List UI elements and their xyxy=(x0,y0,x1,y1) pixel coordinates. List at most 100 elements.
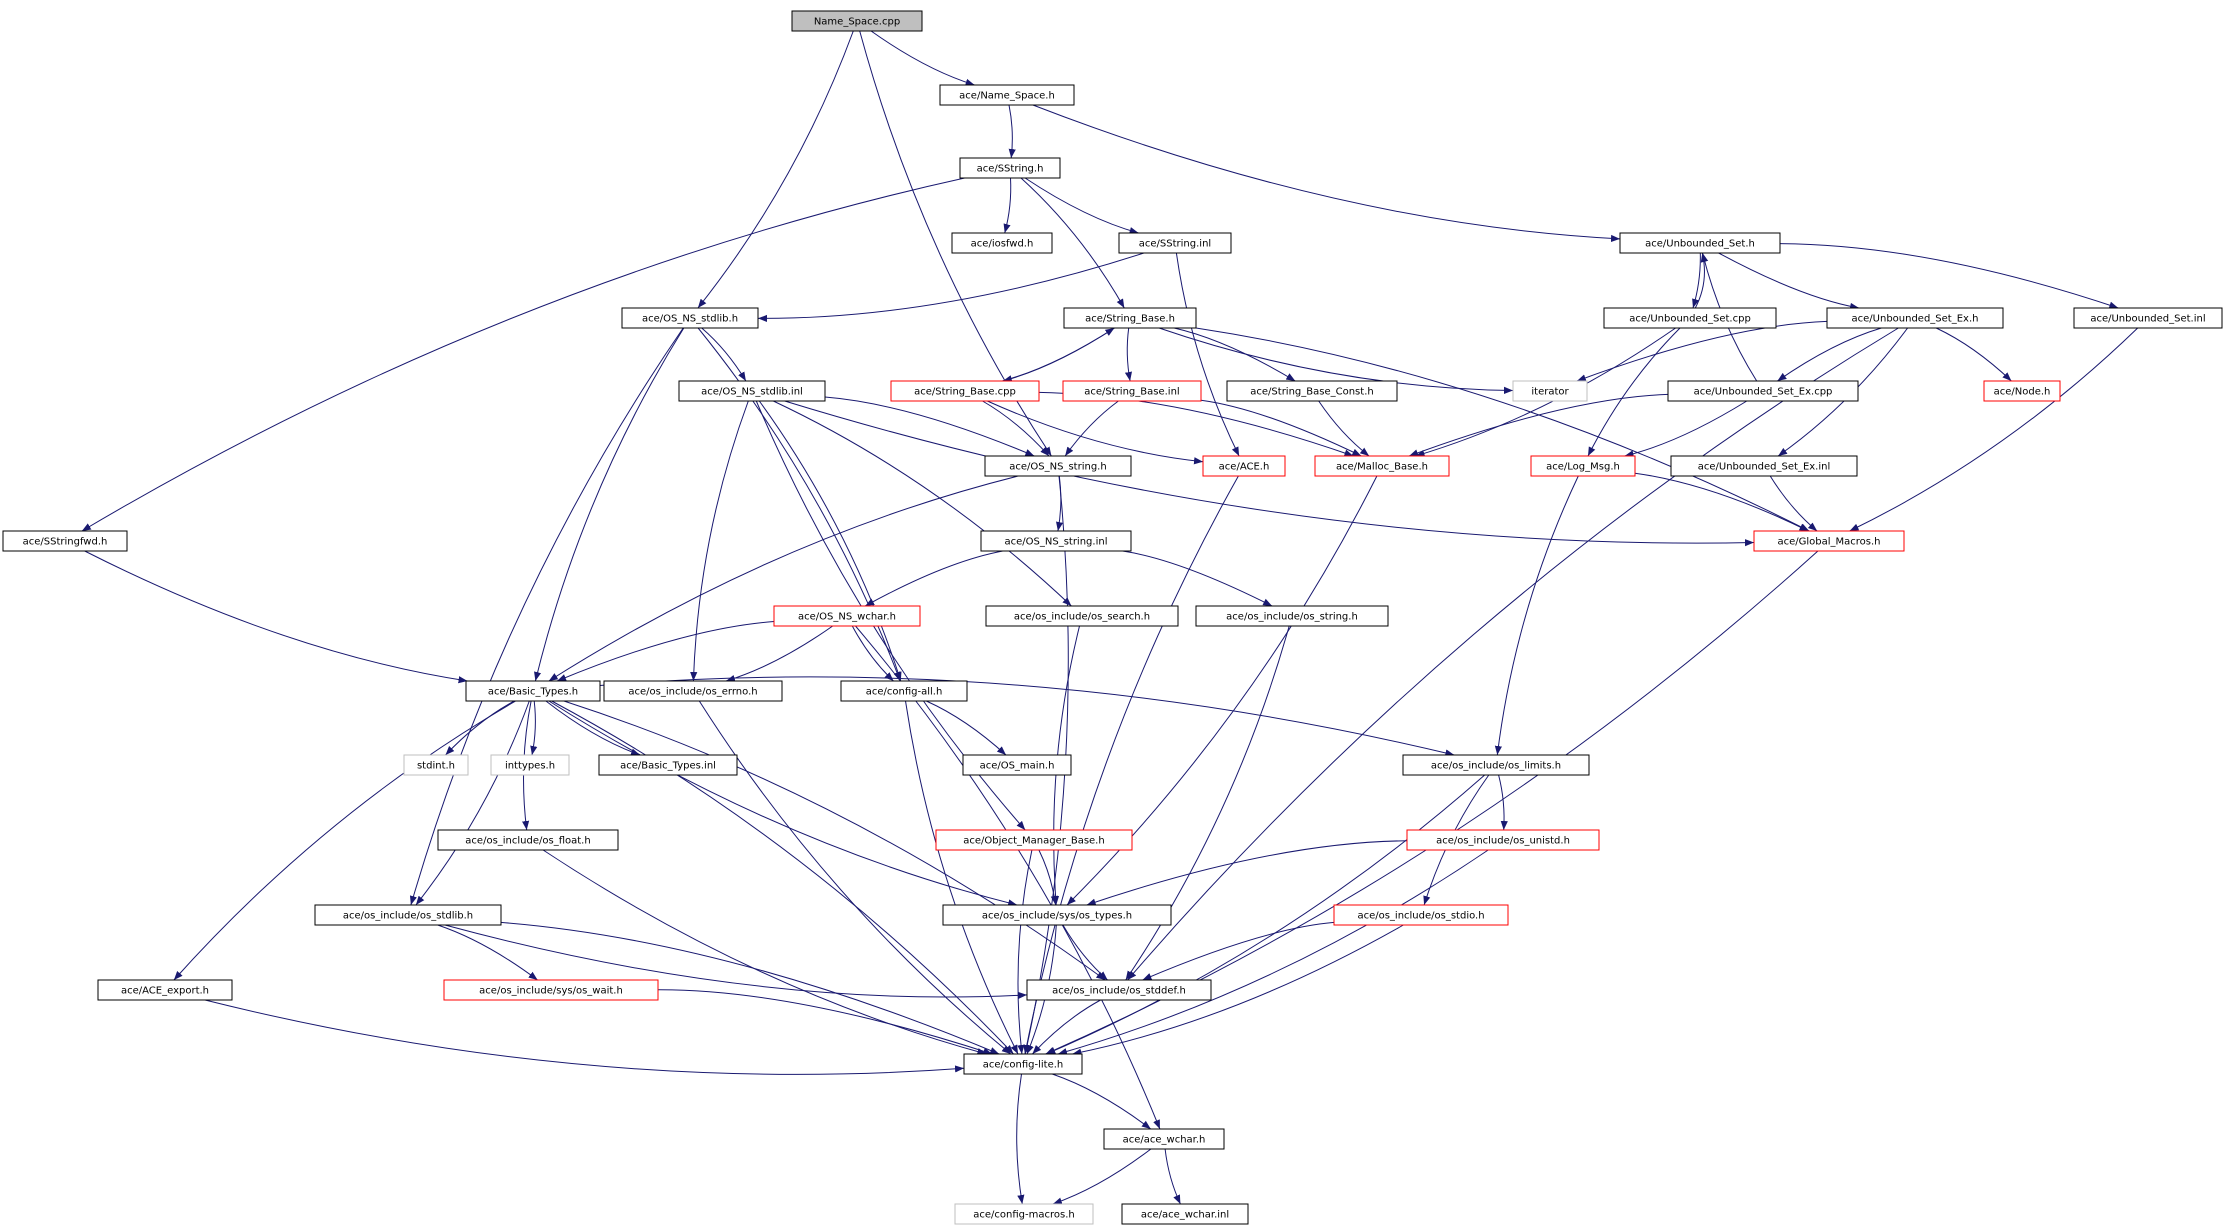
node-config-lite-h[interactable]: ace/config-lite.h xyxy=(963,1053,1083,1075)
node-node-h[interactable]: ace/Node.h xyxy=(1983,380,2061,402)
node-box[interactable] xyxy=(437,829,619,851)
node-os-float-h[interactable]: ace/os_include/os_float.h xyxy=(437,829,619,851)
node-iosfwd-h[interactable]: ace/iosfwd.h xyxy=(951,232,1053,254)
node-box[interactable] xyxy=(2073,307,2223,329)
node-box[interactable] xyxy=(951,232,1053,254)
node-unbounded-set-ex-cpp[interactable]: ace/Unbounded_Set_Ex.cpp xyxy=(1667,380,1859,402)
node-ace-h[interactable]: ace/ACE.h xyxy=(1202,455,1286,477)
node-box[interactable] xyxy=(1314,455,1450,477)
node-box[interactable] xyxy=(1402,754,1590,776)
node-box[interactable] xyxy=(939,84,1075,106)
node-box[interactable] xyxy=(314,904,502,926)
node-box[interactable] xyxy=(962,754,1072,776)
node-ace-wchar-h[interactable]: ace/ace_wchar.h xyxy=(1103,1128,1225,1150)
node-box[interactable] xyxy=(980,530,1132,552)
node-config-macros-h[interactable]: ace/config-macros.h xyxy=(954,1203,1094,1225)
node-box[interactable] xyxy=(1333,904,1509,926)
node-string-base-cpp[interactable]: ace/String_Base.cpp xyxy=(890,380,1040,402)
node-box[interactable] xyxy=(1195,605,1389,627)
node-os-stdio-h[interactable]: ace/os_include/os_stdio.h xyxy=(1333,904,1509,926)
node-root[interactable]: Name_Space.cpp xyxy=(791,10,923,32)
node-basic-types-inl[interactable]: ace/Basic_Types.inl xyxy=(598,754,738,776)
node-os-stddef-h[interactable]: ace/os_include/os_stddef.h xyxy=(1026,979,1212,1001)
node-global-macros-h[interactable]: ace/Global_Macros.h xyxy=(1753,530,1905,552)
node-box[interactable] xyxy=(890,380,1040,402)
node-box[interactable] xyxy=(1202,455,1286,477)
node-box[interactable] xyxy=(1619,232,1781,254)
node-iterator[interactable]: iterator xyxy=(1512,380,1588,402)
node-name-space-h[interactable]: ace/Name_Space.h xyxy=(939,84,1075,106)
node-box[interactable] xyxy=(1026,979,1212,1001)
node-sstring-h[interactable]: ace/SString.h xyxy=(959,157,1061,179)
node-object-manager-base-h[interactable]: ace/Object_Manager_Base.h xyxy=(935,829,1133,851)
node-sys-os-types-h[interactable]: ace/os_include/sys/os_types.h xyxy=(942,904,1172,926)
node-box[interactable] xyxy=(791,10,923,32)
node-box[interactable] xyxy=(1603,307,1777,329)
node-os-search-h[interactable]: ace/os_include/os_search.h xyxy=(985,605,1179,627)
node-os-unistd-h[interactable]: ace/os_include/os_unistd.h xyxy=(1406,829,1600,851)
node-box[interactable] xyxy=(678,380,826,402)
node-box[interactable] xyxy=(1512,380,1588,402)
node-box[interactable] xyxy=(97,979,233,1001)
node-box[interactable] xyxy=(1983,380,2061,402)
node-box[interactable] xyxy=(2,530,128,552)
node-box[interactable] xyxy=(985,605,1179,627)
node-box[interactable] xyxy=(1406,829,1600,851)
node-box[interactable] xyxy=(403,754,469,776)
node-box[interactable] xyxy=(840,680,968,702)
node-sys-os-wait-h[interactable]: ace/os_include/sys/os_wait.h xyxy=(443,979,659,1001)
node-box[interactable] xyxy=(935,829,1133,851)
node-os-ns-stdlib-inl[interactable]: ace/OS_NS_stdlib.inl xyxy=(678,380,826,402)
node-ace-wchar-inl[interactable]: ace/ace_wchar.inl xyxy=(1121,1203,1249,1225)
node-string-base-const-h[interactable]: ace/String_Base_Const.h xyxy=(1226,380,1398,402)
node-box[interactable] xyxy=(1826,307,2004,329)
node-inttypes-h[interactable]: inttypes.h xyxy=(490,754,570,776)
node-unbounded-set-h[interactable]: ace/Unbounded_Set.h xyxy=(1619,232,1781,254)
node-box[interactable] xyxy=(954,1203,1094,1225)
node-malloc-base-h[interactable]: ace/Malloc_Base.h xyxy=(1314,455,1450,477)
node-os-ns-string-h[interactable]: ace/OS_NS_string.h xyxy=(984,455,1132,477)
node-sstring-inl[interactable]: ace/SString.inl xyxy=(1118,232,1232,254)
node-unbounded-set-inl[interactable]: ace/Unbounded_Set.inl xyxy=(2073,307,2223,329)
node-box[interactable] xyxy=(603,680,783,702)
node-stdint-h[interactable]: stdint.h xyxy=(403,754,469,776)
node-box[interactable] xyxy=(443,979,659,1001)
node-os-limits-h[interactable]: ace/os_include/os_limits.h xyxy=(1402,754,1590,776)
node-string-base-h[interactable]: ace/String_Base.h xyxy=(1063,307,1197,329)
node-os-stdlib-h[interactable]: ace/os_include/os_stdlib.h xyxy=(314,904,502,926)
node-os-string-h[interactable]: ace/os_include/os_string.h xyxy=(1195,605,1389,627)
node-box[interactable] xyxy=(963,1053,1083,1075)
node-basic-types-h[interactable]: ace/Basic_Types.h xyxy=(465,680,601,702)
node-config-all-h[interactable]: ace/config-all.h xyxy=(840,680,968,702)
node-box[interactable] xyxy=(984,455,1132,477)
node-os-main-h[interactable]: ace/OS_main.h xyxy=(962,754,1072,776)
node-log-msg-h[interactable]: ace/Log_Msg.h xyxy=(1530,455,1636,477)
node-unbounded-set-ex-h[interactable]: ace/Unbounded_Set_Ex.h xyxy=(1826,307,2004,329)
node-box[interactable] xyxy=(773,605,921,627)
node-box[interactable] xyxy=(1753,530,1905,552)
node-ace-export-h[interactable]: ace/ACE_export.h xyxy=(97,979,233,1001)
node-box[interactable] xyxy=(1121,1203,1249,1225)
node-os-ns-wchar-h[interactable]: ace/OS_NS_wchar.h xyxy=(773,605,921,627)
node-string-base-inl[interactable]: ace/String_Base.inl xyxy=(1062,380,1202,402)
node-box[interactable] xyxy=(1062,380,1202,402)
node-os-ns-stdlib-h[interactable]: ace/OS_NS_stdlib.h xyxy=(621,307,759,329)
node-box[interactable] xyxy=(1670,455,1858,477)
node-box[interactable] xyxy=(598,754,738,776)
node-box[interactable] xyxy=(1226,380,1398,402)
node-box[interactable] xyxy=(1063,307,1197,329)
node-os-errno-h[interactable]: ace/os_include/os_errno.h xyxy=(603,680,783,702)
node-box[interactable] xyxy=(1118,232,1232,254)
node-box[interactable] xyxy=(490,754,570,776)
node-os-ns-string-inl[interactable]: ace/OS_NS_string.inl xyxy=(980,530,1132,552)
node-box[interactable] xyxy=(1667,380,1859,402)
node-box[interactable] xyxy=(465,680,601,702)
node-box[interactable] xyxy=(1530,455,1636,477)
node-box[interactable] xyxy=(621,307,759,329)
node-box[interactable] xyxy=(1103,1128,1225,1150)
node-sstringfwd-h[interactable]: ace/SStringfwd.h xyxy=(2,530,128,552)
node-box[interactable] xyxy=(959,157,1061,179)
node-unbounded-set-ex-inl[interactable]: ace/Unbounded_Set_Ex.inl xyxy=(1670,455,1858,477)
node-unbounded-set-cpp[interactable]: ace/Unbounded_Set.cpp xyxy=(1603,307,1777,329)
node-box[interactable] xyxy=(942,904,1172,926)
